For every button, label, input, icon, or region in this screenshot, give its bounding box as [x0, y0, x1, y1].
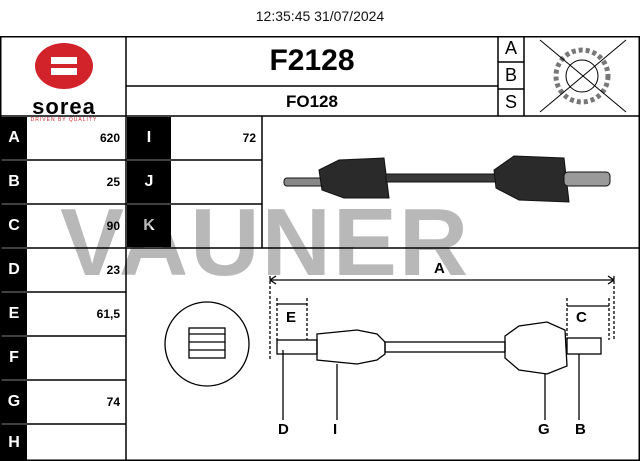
abs-ring-crossed-icon: [539, 39, 627, 113]
dim-label-i: I: [333, 421, 338, 438]
dim-label-d: D: [278, 421, 289, 438]
spec-value-h: [27, 425, 126, 460]
drive-shaft-diagram: [164, 275, 616, 420]
spec-value-c: 90: [106, 219, 120, 233]
dim-label-a: A: [434, 260, 445, 277]
part-reference: FO128: [286, 92, 338, 111]
spec-value-a: 620: [99, 131, 120, 145]
spec-label-g: G: [1, 381, 27, 423]
brand-tagline: DRIVEN BY QUALITY: [30, 117, 98, 123]
abs-letter-s: S: [504, 92, 517, 112]
spec-label-i: I: [127, 117, 171, 159]
sorea-logo: sorea DRIVEN BY QUALITY: [8, 40, 120, 123]
spec-label-a: A: [1, 117, 27, 159]
drive-shaft-photo: [283, 155, 611, 203]
spec-label-e: E: [1, 293, 27, 335]
spec-label-c: C: [1, 205, 27, 247]
spec-value-f: [27, 337, 126, 379]
spec-value-i: 72: [242, 131, 256, 145]
dim-label-g: G: [538, 421, 550, 438]
spec-value-g: 74: [106, 395, 120, 409]
spec-value-e: 61,5: [96, 307, 120, 321]
vauner-watermark: VAUNER: [60, 189, 471, 296]
spec-label-h: H: [1, 425, 27, 460]
dim-label-c: C: [576, 309, 587, 326]
abs-letter-b: B: [504, 65, 517, 85]
spec-label-f: F: [1, 337, 27, 379]
part-number: F2128: [269, 44, 355, 77]
spec-value-b: 25: [106, 175, 120, 189]
spec-label-b: B: [1, 161, 27, 203]
spec-value-d: 23: [106, 263, 120, 277]
spec-label-k: K: [127, 205, 171, 247]
spec-sheet-grid: [0, 36, 640, 461]
dim-label-e: E: [286, 309, 297, 326]
timestamp: 12:35:45 31/07/2024: [255, 8, 385, 24]
spec-label-d: D: [1, 249, 27, 291]
spec-label-j: J: [127, 161, 171, 203]
dim-label-b: B: [575, 421, 586, 438]
abs-letter-a: A: [504, 38, 517, 58]
brand-name: sorea: [32, 94, 96, 119]
